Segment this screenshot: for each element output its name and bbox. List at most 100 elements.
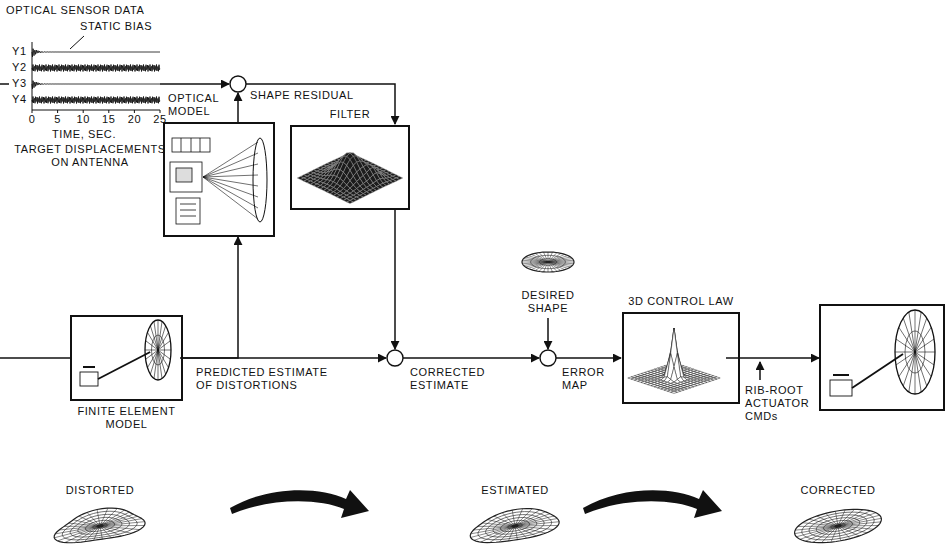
desired-shape-disc: [531, 255, 566, 268]
figure-caption: DISTORTED: [64, 484, 137, 497]
antenna-sketch: [83, 366, 95, 368]
desired-shape-disc: [522, 252, 574, 272]
optical-ray: [203, 177, 258, 219]
tick-label: 20: [125, 113, 143, 126]
control-surface: [671, 391, 678, 393]
model-box: OPTICAL MODEL: [163, 122, 275, 237]
flow-arrow: [230, 490, 369, 518]
plot-axis: [32, 42, 160, 110]
flow-arrow: [583, 490, 722, 518]
optical-ray: [203, 164, 258, 177]
node-heading: FINITE ELEMENT MODEL: [74, 405, 179, 431]
antenna-sketch: [80, 320, 171, 386]
antenna-disc: [60, 506, 139, 544]
antenna-disc: [51, 502, 147, 548]
filter-surface: [297, 152, 403, 203]
antenna-disc: [815, 515, 861, 537]
axis-label: TIME, SEC.: [52, 128, 121, 141]
plot-axes: [32, 42, 160, 113]
signal-line: [0, 357, 70, 359]
signal-line: [0, 36, 819, 380]
tick-label: 15: [100, 113, 118, 126]
optical-model-sketch: [181, 138, 200, 152]
optical-ray: [203, 175, 258, 177]
antenna-sketch: [152, 335, 165, 365]
node-heading: OPTICAL MODEL: [168, 92, 226, 118]
antenna-sketch: [98, 352, 150, 379]
antenna-disc: [492, 515, 538, 537]
desired-shape-disc: [548, 260, 574, 262]
illustration: [51, 152, 935, 548]
sensor-trace: [32, 97, 160, 104]
plot-caption: TARGET DISPLACEMENTS ON ANTENNA: [11, 143, 169, 169]
tick-label: 0: [27, 113, 38, 126]
signal-connector: [183, 237, 238, 358]
filter-surface: [347, 200, 354, 203]
signal-line: [556, 357, 621, 359]
axis-tick: [32, 110, 160, 113]
optical-ray: [203, 177, 258, 208]
desired-shape-disc: [539, 259, 556, 266]
optical-ray: [203, 138, 267, 222]
antenna-sketch: [830, 380, 852, 396]
antenna-disc: [507, 522, 522, 529]
control-law-box: 3D CONTROL LAW: [622, 312, 740, 404]
antenna-dish: [253, 138, 267, 222]
optical-ray: [203, 177, 258, 197]
antenna-disc: [792, 504, 884, 549]
signal-label: ERROR MAP: [562, 366, 611, 392]
signal-line: [394, 210, 396, 349]
desired-shape-disc: [546, 261, 550, 263]
antenna-disc: [792, 504, 884, 549]
antenna-disc: [96, 524, 104, 529]
antenna-sketch: [895, 310, 935, 394]
desired-shape-disc: [548, 262, 549, 272]
desired-shape-disc: [522, 252, 574, 272]
control-surface: [671, 367, 678, 382]
signal-label: PREDICTED ESTIMATE OF DISTORTIONS: [196, 366, 334, 392]
antenna-disc: [51, 502, 147, 548]
desired-shape-disc: [548, 252, 549, 262]
optical-model-sketch: [176, 168, 192, 182]
signal-label: Y3: [12, 77, 31, 90]
antenna-sketch: [833, 374, 849, 376]
signal-label: Y4: [12, 93, 31, 106]
tick-label: 5: [52, 113, 63, 126]
antenna-sketch: [80, 372, 98, 386]
antenna-disc: [800, 507, 877, 544]
signal-label: CORRECTED ESTIMATE: [410, 366, 492, 392]
antenna-disc: [475, 507, 553, 545]
node-heading: FILTER: [328, 108, 373, 121]
desired-shape-disc: [543, 252, 548, 262]
signal-line: [547, 318, 549, 349]
model-box: FINITE ELEMENT MODEL: [70, 315, 183, 401]
node-heading: 3D CONTROL LAW: [626, 295, 736, 308]
optical-model-sketch: [176, 198, 200, 224]
optical-ray: [203, 153, 258, 177]
desired-shape-disc: [548, 262, 553, 272]
antenna-sketch: [830, 310, 935, 396]
signal-line: [246, 84, 395, 124]
signal-label: Y1: [12, 45, 31, 58]
filter-box: FILTER: [290, 125, 410, 210]
antenna-disc: [76, 514, 123, 537]
signal-line: [237, 93, 239, 122]
antenna-disc: [511, 524, 519, 529]
antenna-disc: [467, 502, 561, 547]
signal-line: [403, 357, 539, 359]
sensor-trace: [32, 49, 160, 104]
leader-line: [759, 362, 761, 380]
leader-line: [70, 36, 84, 49]
summing-junction: [230, 76, 246, 92]
sensor-trace: [32, 65, 160, 72]
flow-arrow: [230, 490, 722, 518]
figure-caption: CORRECTED: [798, 484, 878, 497]
antenna-sketch: [145, 320, 171, 380]
plot-title: OPTICAL SENSOR DATA: [6, 4, 149, 17]
signal-line: [160, 83, 229, 85]
summing-junction: [387, 350, 403, 366]
summing-junction: [540, 350, 556, 366]
optical-model-sketch: [180, 204, 196, 216]
desired-shape-disc: [522, 262, 548, 264]
